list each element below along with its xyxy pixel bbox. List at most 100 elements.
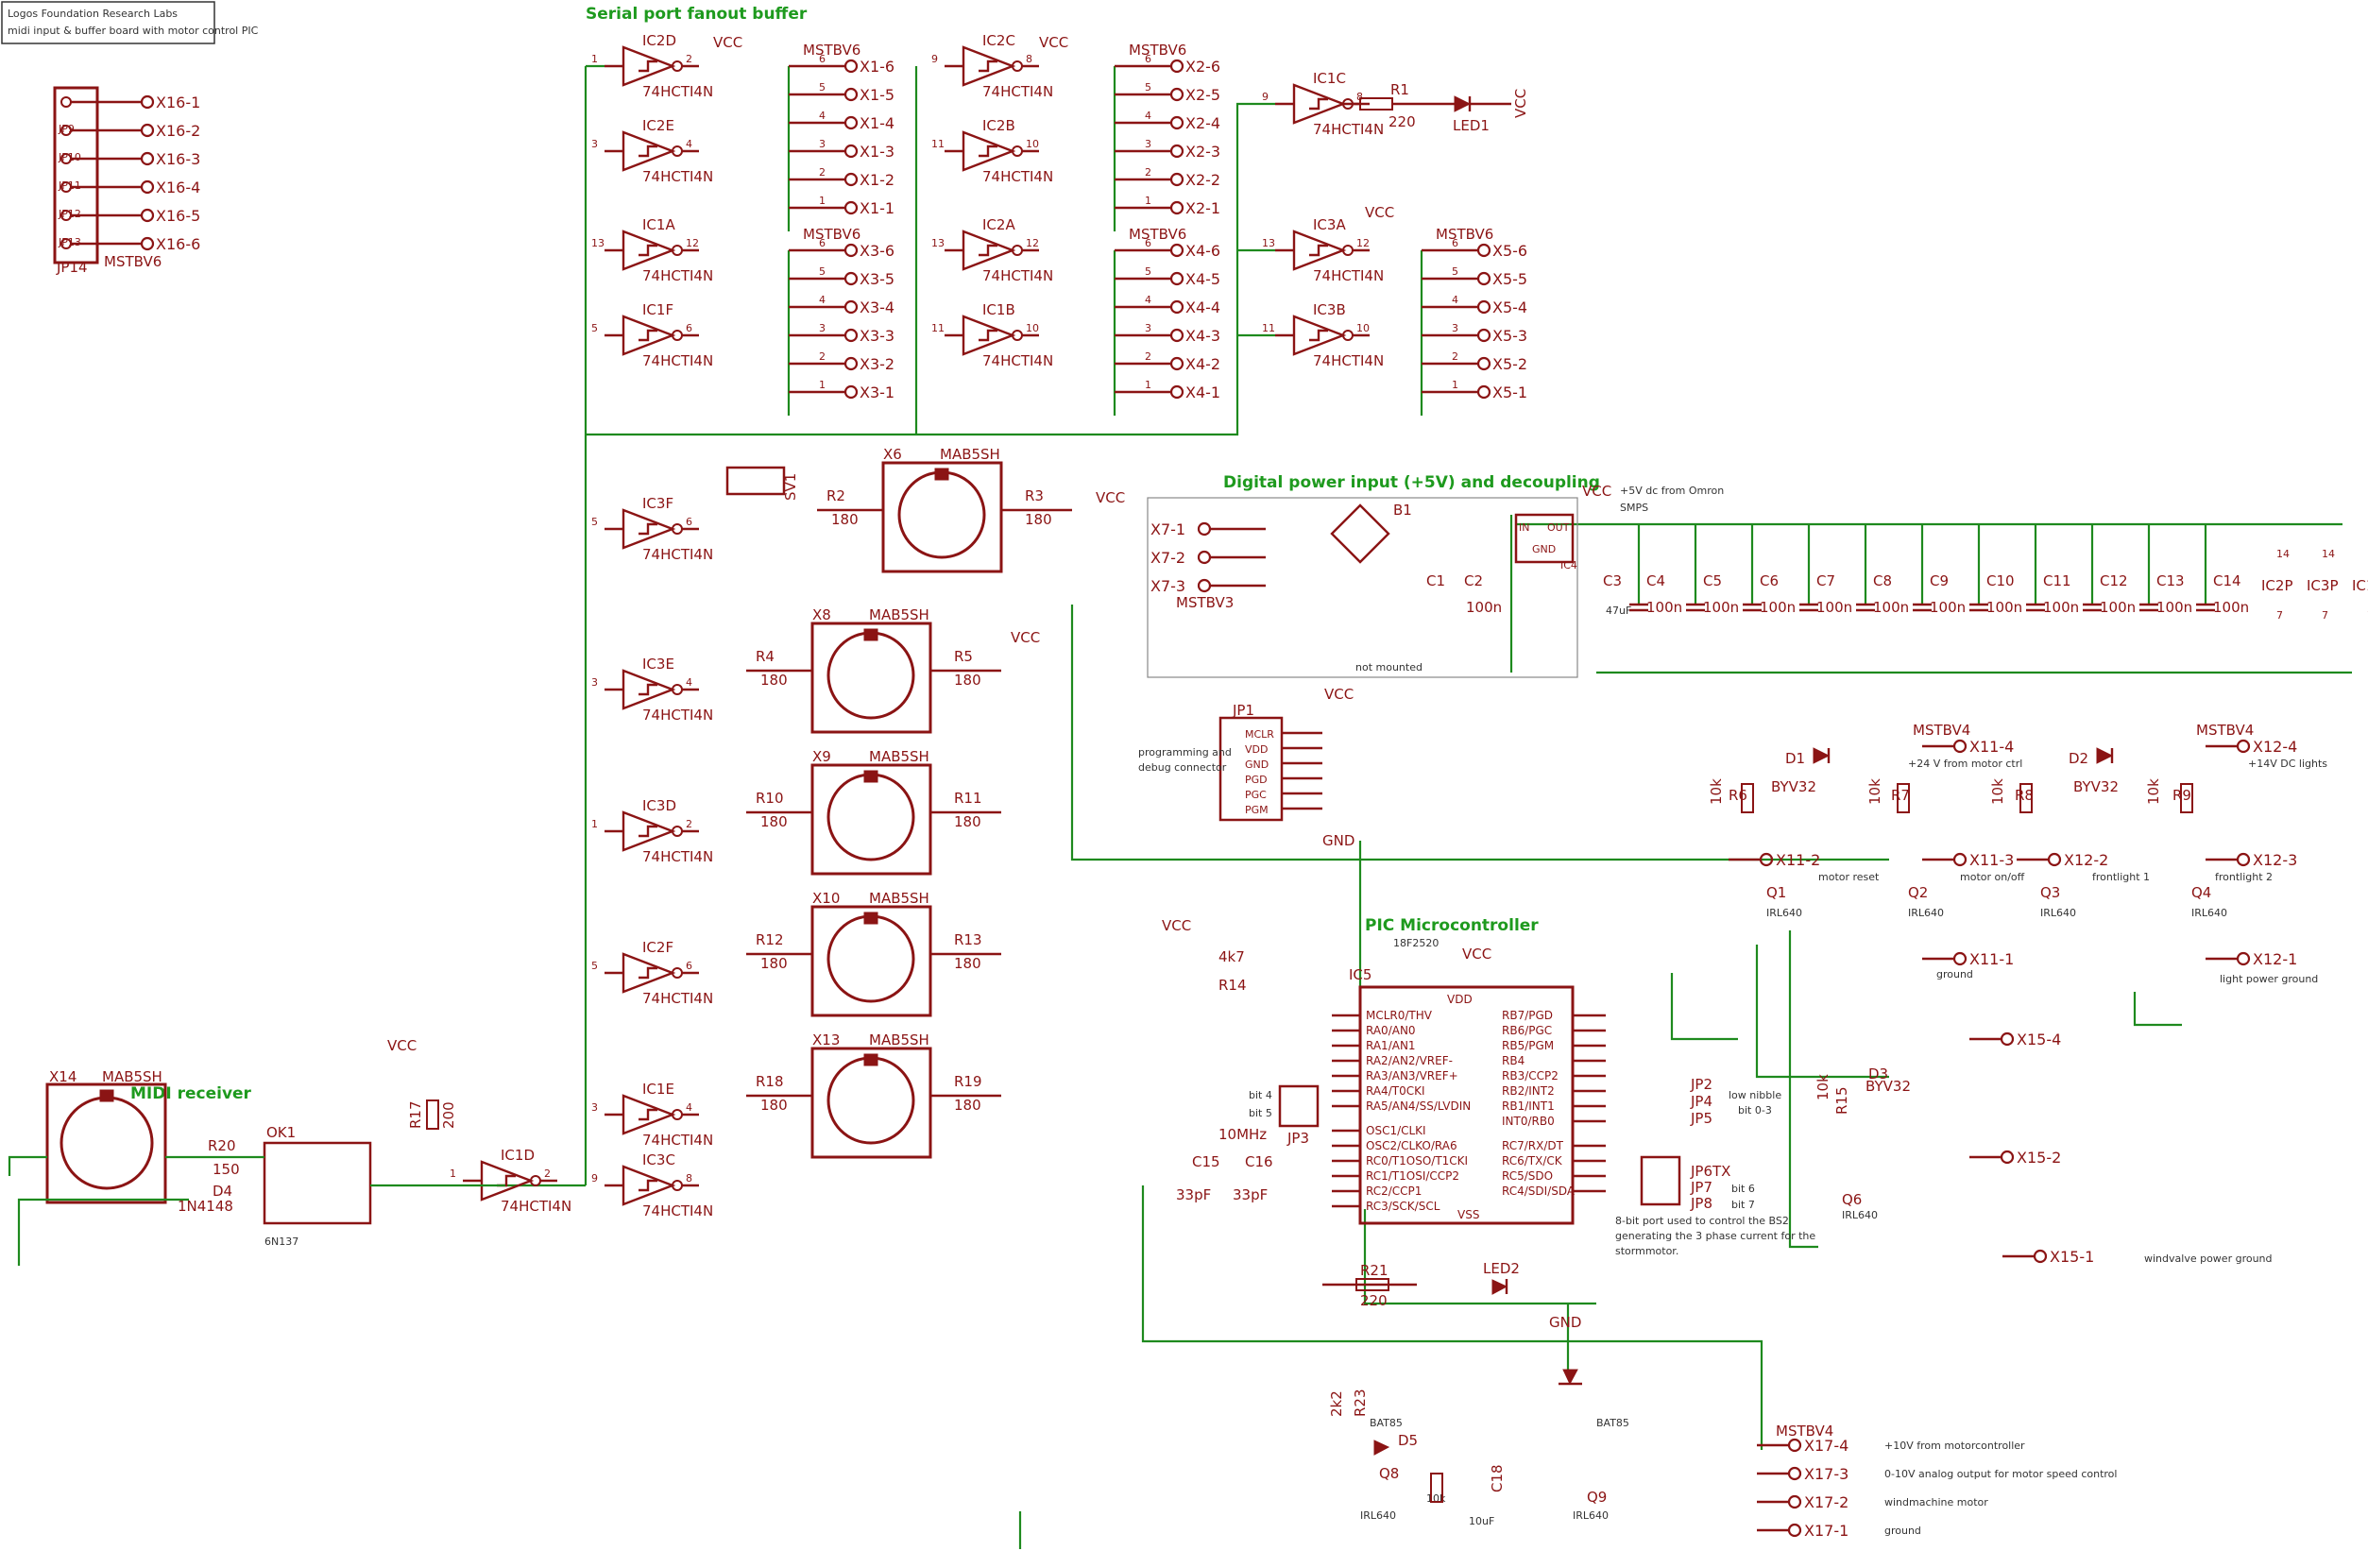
jp1-note-2: debug connector — [1138, 761, 1227, 774]
connector-label: X4-5 — [1185, 270, 1220, 288]
pic-right-pin: RC5/SDO — [1502, 1169, 1553, 1183]
connector-terminal — [1169, 299, 1184, 315]
din-part: MAB5SH — [940, 446, 1000, 463]
buffer-out-pin: 8 — [1356, 91, 1363, 103]
din-left-res-value: 180 — [760, 955, 788, 972]
led2-gnd: GND — [1549, 1314, 1581, 1331]
connector-pin: 3 — [1145, 138, 1151, 150]
pic-left-pin: RA1/AN1 — [1366, 1039, 1416, 1052]
ok1-value: 6N137 — [264, 1236, 298, 1248]
buffer-type: 74HCTI4N — [501, 1198, 571, 1215]
connector-label: X4-4 — [1185, 298, 1220, 316]
connector-terminal — [843, 271, 859, 286]
q8-value: IRL640 — [1360, 1509, 1396, 1522]
r7-value: 10k — [1866, 778, 1883, 805]
x17-terminal — [1787, 1438, 1802, 1453]
connector-label: X1-5 — [860, 86, 894, 104]
d2-value: BYV32 — [2073, 778, 2119, 795]
connector-terminal — [1169, 172, 1184, 187]
r15-value: 10k — [1814, 1074, 1831, 1100]
q3-value: IRL640 — [2040, 907, 2076, 919]
connector-pin: 1 — [1145, 195, 1151, 207]
x14-name: X14 — [49, 1068, 77, 1085]
buffer-out-pin: 2 — [544, 1167, 551, 1180]
connector-pin: 4 — [1145, 294, 1151, 306]
x17-note: ground — [1884, 1525, 1921, 1537]
led1-vcc: VCC — [1512, 89, 1529, 118]
connector-label: X1-1 — [860, 199, 894, 217]
connector-terminal — [1169, 271, 1184, 286]
buffer-out-pin: 6 — [686, 322, 692, 334]
connector-terminal — [843, 356, 859, 371]
c3-name: C3 — [1603, 572, 1622, 589]
din-right-res-value: 180 — [954, 955, 981, 972]
buffer-type: 74HCTI4N — [1313, 267, 1384, 284]
buffer-type: 74HCTI4N — [642, 848, 713, 865]
buffer-name: IC2F — [642, 939, 673, 956]
pic-vss: VSS — [1457, 1208, 1479, 1221]
buffer-name: IC1C — [1313, 70, 1346, 87]
pic-right-pin: RB3/CCP2 — [1502, 1069, 1559, 1082]
q1-value: IRL640 — [1766, 907, 1802, 919]
jp14-part: MSTBV6 — [104, 253, 162, 270]
d6-bat85: BAT85 — [1596, 1417, 1629, 1429]
buffer-in-pin: 13 — [591, 237, 605, 249]
connector-pin: 2 — [819, 350, 826, 363]
connector-label: X3-3 — [860, 327, 894, 345]
connector-terminal — [1476, 299, 1491, 315]
cap-name: C13 — [2156, 572, 2185, 589]
jp7-name: JP7 — [1690, 1179, 1712, 1196]
cap-name: C11 — [2043, 572, 2071, 589]
buffer-out-pin: 4 — [686, 1101, 692, 1114]
jp14-sublabel: JP12 — [58, 208, 81, 220]
cap-value: 100n — [1930, 599, 1966, 616]
d1-value: BYV32 — [1771, 778, 1816, 795]
motor-terminal — [1952, 951, 1968, 966]
note-14v: +14V DC lights — [2248, 758, 2327, 770]
din-name: X10 — [812, 890, 840, 907]
buffer-in-pin: 5 — [591, 960, 598, 972]
led1-name: LED1 — [1453, 117, 1490, 134]
connector-terminal — [1476, 356, 1491, 371]
connector-pin: 1 — [819, 379, 826, 391]
connector-terminal — [1476, 384, 1491, 400]
led2-name: LED2 — [1483, 1260, 1520, 1277]
buffer-name: IC2E — [642, 117, 674, 134]
jp1-pin: PGD — [1245, 774, 1268, 786]
buffer-name: IC2D — [642, 32, 676, 49]
pic-left-pin: RA3/AN3/VREF+ — [1366, 1069, 1458, 1082]
cap-value: 100n — [1760, 599, 1796, 616]
r9-value: 10k — [2145, 778, 2162, 805]
x17-terminal — [1787, 1523, 1802, 1538]
connector-label: X5-1 — [1492, 383, 1527, 401]
connector-pin: 5 — [1145, 81, 1151, 94]
din-part: MAB5SH — [869, 1031, 929, 1048]
connector-pin: 2 — [1145, 350, 1151, 363]
buffer-type: 74HCTI4N — [642, 267, 713, 284]
pic-right-pin: RB5/PGM — [1502, 1039, 1554, 1052]
c2-name: C2 — [1464, 572, 1483, 589]
r14-name: R14 — [1218, 977, 1247, 994]
note-light-ground: light power ground — [2220, 973, 2318, 985]
din-right-res-value: 180 — [1025, 511, 1052, 528]
buffer-in-pin: 5 — [591, 322, 598, 334]
connector-label: X4-6 — [1185, 242, 1220, 260]
r17-value: 200 — [440, 1101, 457, 1129]
c18-value: 10uF — [1469, 1515, 1494, 1527]
vcc-x8: VCC — [1011, 629, 1040, 646]
motor-terminal-label: X12-3 — [2253, 851, 2297, 869]
buffer-in-pin: 1 — [591, 818, 598, 830]
reg-gnd: GND — [1532, 543, 1556, 555]
pic-left-pin: OSC1/CLKI — [1366, 1124, 1426, 1137]
cap-value: 100n — [1986, 599, 2022, 616]
connector-terminal — [843, 172, 859, 187]
jp14-sublabel: JP10 — [58, 151, 81, 163]
